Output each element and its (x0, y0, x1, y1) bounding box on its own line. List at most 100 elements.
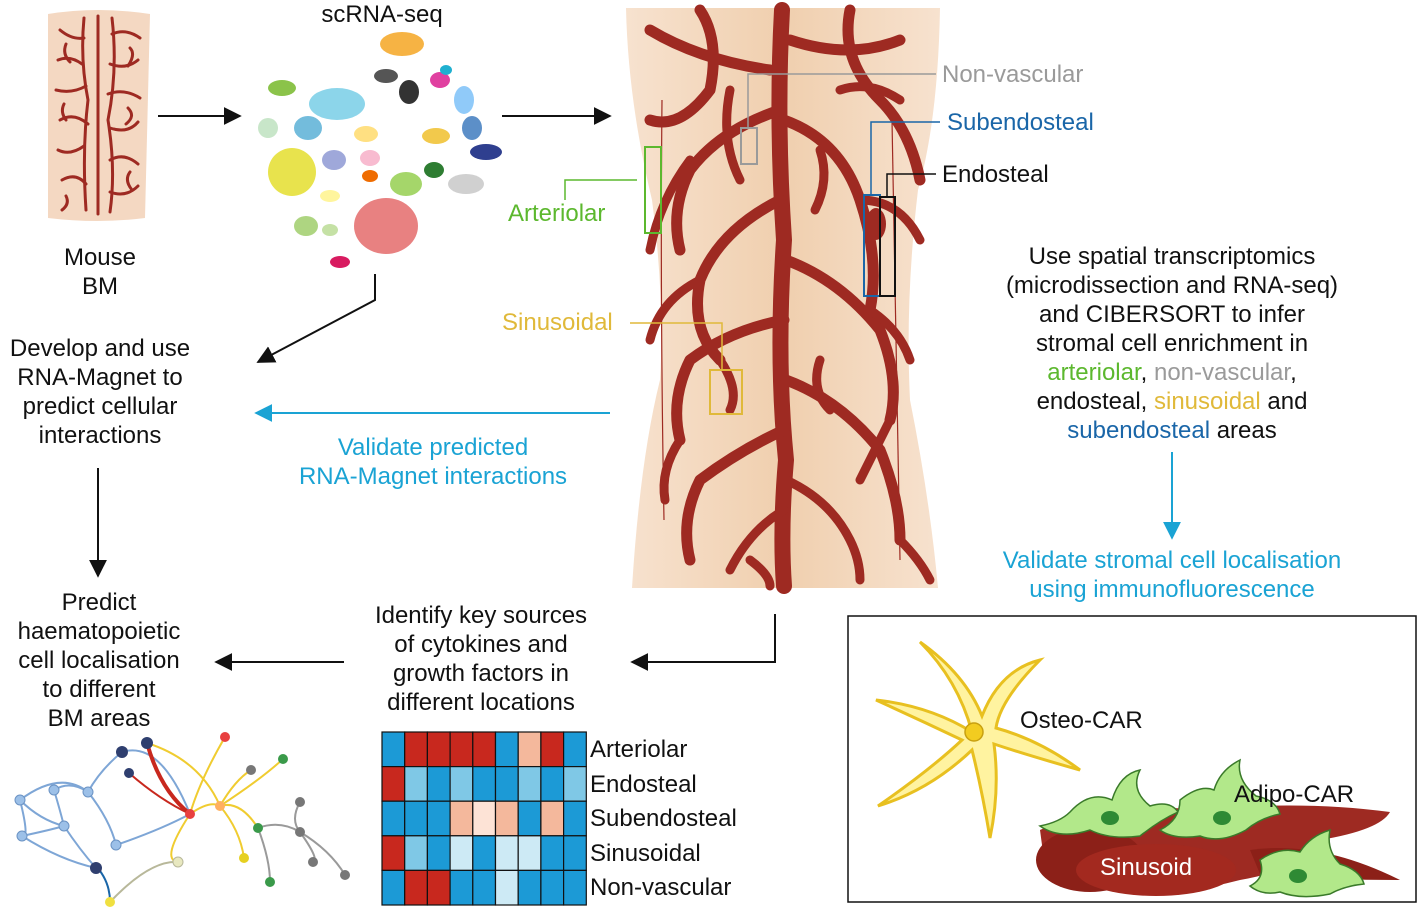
sinusoidal-label: Sinusoidal (502, 309, 613, 336)
flow-arrows (89, 107, 1181, 671)
heatmap-cell (426, 835, 451, 871)
endosteal-label: Endosteal (942, 161, 1049, 188)
heatmap-row-label: Arteriolar (590, 736, 688, 763)
spatial-transcriptomics-label: Use spatial transcriptomics (microdissec… (972, 242, 1372, 445)
osteo-car-label: Osteo-CAR (1020, 707, 1143, 734)
validate-stromal-line2: using immunofluorescence (1029, 576, 1315, 603)
spatial-comma2: , (1290, 359, 1297, 386)
heatmap-cell (562, 765, 587, 802)
adipo-car-cells (1038, 758, 1365, 898)
heatmap-row-label: Subendosteal (590, 805, 737, 833)
spatial-line3: and CIBERSORT to infer (1039, 301, 1305, 328)
spatial-line6: endosteal, sinusoidal and (972, 387, 1372, 416)
heatmap-cell (381, 869, 406, 906)
heatmap-cell (472, 765, 497, 802)
heatmap-cell (540, 731, 565, 768)
osteo-car-cell (875, 640, 1081, 839)
heatmap-cell (540, 835, 565, 871)
identify-sources-label: Identify key sources of cytokines and gr… (356, 601, 606, 717)
develop-line2: RNA-Magnet to (17, 364, 183, 391)
heatmap-cell (494, 765, 519, 802)
heatmap-cell (404, 765, 429, 802)
mouse-bm-line1: Mouse (63, 244, 137, 271)
validate-rna-magnet-label: Validate predicted RNA-Magnet interactio… (270, 433, 596, 491)
heatmap-cell (449, 869, 474, 906)
heatmap-cell (449, 765, 474, 802)
sinusoidal-box (709, 369, 743, 415)
identify-line1: Identify key sources (374, 602, 588, 629)
develop-line4: interactions (38, 422, 162, 449)
identify-line2: of cytokines and (394, 631, 568, 658)
mouse-bm-bone-illustration (48, 10, 150, 221)
spatial-line5: arteriolar, non-vascular, (972, 358, 1372, 387)
validate-rna-line1: Validate predicted (337, 434, 529, 461)
heatmap-cell (381, 765, 406, 802)
scrna-seq-cluster-plot (258, 32, 502, 268)
spatial-line7: subendosteal areas (972, 416, 1372, 445)
nonvascular-label: Non-vascular (942, 61, 1084, 88)
predict-line5: BM areas (47, 705, 151, 732)
develop-line3: predict cellular (22, 393, 178, 420)
heatmap-cell (426, 765, 451, 802)
heatmap-row-label: Endosteal (590, 770, 697, 798)
arteriolar-box (644, 146, 662, 234)
heatmap-cell (472, 869, 497, 906)
heatmap-cell (517, 869, 542, 906)
heatmap-cell (494, 835, 519, 871)
spatial-comma1: , (1140, 359, 1154, 386)
heatmap-cell (381, 800, 406, 837)
develop-line1: Develop and use (9, 335, 191, 362)
heatmap-row-label: Sinusoidal (590, 839, 701, 867)
heatmap-cell (404, 731, 429, 768)
mouse-bm-label: Mouse BM (56, 243, 144, 301)
arteriolar-label: Arteriolar (508, 200, 606, 227)
heatmap-cell (540, 765, 565, 802)
develop-rna-magnet-label: Develop and use RNA-Magnet to predict ce… (0, 334, 200, 450)
heatmap-cell (449, 835, 474, 871)
heatmap-cell (517, 835, 542, 871)
heatmap-cell (472, 835, 497, 871)
heatmap-cell (562, 800, 587, 837)
adipo-car-label: Adipo-CAR (1234, 781, 1355, 808)
sinusoid-label: Sinusoid (1100, 854, 1193, 881)
spatial-arteriolar: arteriolar (1047, 359, 1141, 386)
heatmap-cell (494, 800, 519, 837)
heatmap-cell (472, 800, 497, 837)
immunofluorescence-panel (847, 615, 1417, 903)
heatmap-cell (517, 800, 542, 837)
heatmap-cell (494, 731, 519, 768)
bone-marrow-section (626, 2, 940, 594)
spatial-line2: (microdissection and RNA-seq) (1005, 272, 1339, 299)
heatmap-cell (426, 800, 451, 837)
heatmap-cell (562, 869, 587, 906)
heatmap-cell (449, 731, 474, 768)
heatmap-cell (381, 835, 406, 871)
identify-line4: different locations (387, 689, 575, 716)
predict-line2: haematopoietic (17, 618, 181, 645)
predict-line1: Predict (61, 589, 137, 616)
label-leader-lines (564, 73, 940, 370)
identify-line3: growth factors in (392, 660, 570, 687)
heatmap-cell (404, 869, 429, 906)
spatial-subendosteal: subendosteal (1067, 417, 1211, 444)
heatmap-cell (494, 869, 519, 906)
heatmap-cell (426, 731, 451, 768)
predict-line3: cell localisation (18, 647, 180, 674)
predict-line4: to different (42, 676, 156, 703)
spatial-line4: stromal cell enrichment in (1035, 330, 1309, 357)
heatmap-cell (540, 800, 565, 837)
heatmap-cell (562, 731, 587, 768)
heatmap-cell (472, 731, 497, 768)
heatmap-cell (449, 800, 474, 837)
heatmap-cell (517, 765, 542, 802)
validate-stromal-label: Validate stromal cell localisation using… (960, 546, 1384, 604)
mouse-bm-line2: BM (82, 273, 118, 300)
heatmap-cell (517, 731, 542, 768)
heatmap-cell (540, 869, 565, 906)
spatial-areas: areas (1210, 417, 1277, 444)
nonvascular-box (740, 127, 758, 165)
spatial-sinusoidal: sinusoidal (1153, 388, 1261, 415)
predict-localisation-label: Predict haematopoietic cell localisation… (0, 588, 198, 733)
cytokine-heatmap (381, 731, 587, 906)
